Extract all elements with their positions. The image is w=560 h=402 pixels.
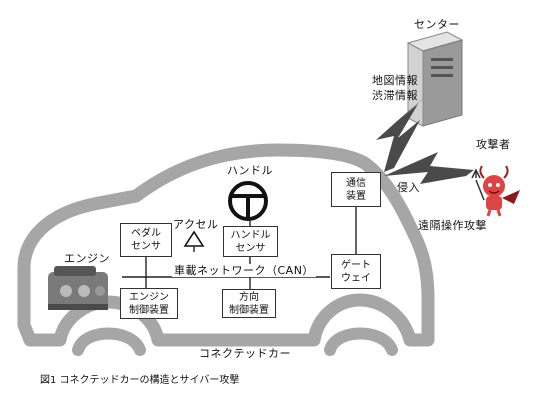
accel-label: アクセル xyxy=(173,218,219,231)
pedal-sensor-box: ペダル センサ xyxy=(120,223,172,257)
intrusion-label: 侵入 xyxy=(397,181,420,194)
front-wheel-arc xyxy=(324,327,398,356)
engine-control-line1: エンジン xyxy=(129,291,169,303)
center-label: センター xyxy=(414,18,460,31)
devil-icon xyxy=(471,165,520,217)
remote-attack-label: 遠隔操作攻撃 xyxy=(418,219,487,232)
traffic-info-label: 渋滞情報 xyxy=(372,89,418,102)
steering-control-box: 方向 制御装置 xyxy=(222,289,276,318)
gateway-line2: ウェイ xyxy=(341,272,371,284)
comm-device-line1: 通信 xyxy=(346,177,366,189)
engine-label: エンジン xyxy=(64,252,110,265)
comm-device-line2: 装置 xyxy=(346,190,366,202)
pedal-sensor-line2: センサ xyxy=(131,241,161,252)
server-icon xyxy=(406,31,464,127)
connection-lines xyxy=(122,207,357,289)
handle-sensor-box: ハンドル センサ xyxy=(223,226,278,257)
lightning-bolt-icon xyxy=(376,96,426,172)
steering-control-line1: 方向 xyxy=(239,291,259,303)
handle-sensor-line1: ハンドル xyxy=(230,229,271,241)
lightning-bolt-icon xyxy=(384,152,474,184)
figure-caption: 図1 コネクテッドカーの構造とサイバー攻撃 xyxy=(40,375,240,386)
network-label: 車載ネットワーク（CAN） xyxy=(172,264,316,277)
engine-control-line2: 制御装置 xyxy=(129,304,169,316)
steering-wheel-icon xyxy=(228,181,268,221)
handle-label: ハンドル xyxy=(227,164,273,177)
engine-control-box: エンジン 制御装置 xyxy=(120,288,178,319)
attacker-label: 攻撃者 xyxy=(476,138,511,151)
pedal-sensor-line1: ペダル xyxy=(131,228,161,239)
comm-device-box: 通信 装置 xyxy=(331,172,381,207)
map-info-label: 地図情報 xyxy=(372,74,418,87)
gateway-line1: ゲート xyxy=(341,259,371,271)
steering-control-line2: 制御装置 xyxy=(229,304,269,316)
engine-icon xyxy=(48,266,108,310)
car-label: コネクテッドカー xyxy=(199,347,291,360)
gateway-box: ゲート ウェイ xyxy=(331,254,381,289)
handle-sensor-line2: センサ xyxy=(235,242,266,254)
rear-wheel-arc xyxy=(72,327,146,356)
